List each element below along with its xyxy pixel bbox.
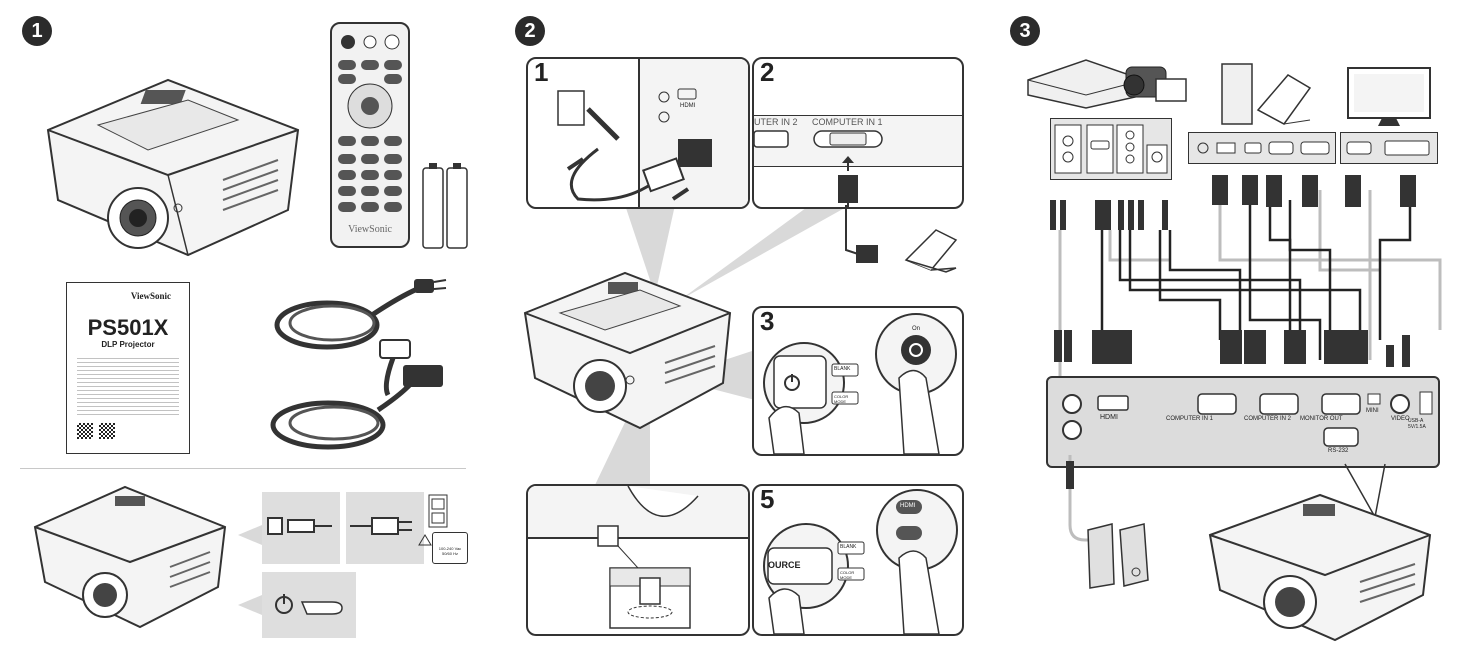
label-blank-5: BLANK: [840, 544, 857, 550]
projector-center-illustration: [523, 271, 732, 430]
remote-buttons: [338, 34, 402, 212]
quick-start-guide: ViewSonic PS501X DLP Projector: [66, 282, 190, 454]
projector-right-illustration: [1208, 493, 1432, 642]
cable-routing: [1050, 175, 1442, 390]
guide-qr-code: [77, 423, 93, 439]
vga-cable-illustration: [270, 339, 443, 450]
warning-icon: [418, 534, 432, 546]
power-voltage-label: 100-240 Vac 50/60 Hz: [438, 546, 462, 556]
rear-label-computer-in-1: COMPUTER IN 1: [1166, 416, 1214, 422]
audio-cable: [1066, 455, 1090, 542]
pc-ports: [1188, 132, 1336, 164]
av-device-ports: [1050, 118, 1172, 180]
rear-label-usb: USB-A 5V/1.5A: [1408, 418, 1426, 430]
projector-small-illustration: [33, 485, 227, 629]
batteries-illustration: [422, 163, 468, 249]
panel-1-art: [557, 88, 712, 202]
step-1-badge: 1: [22, 16, 52, 46]
rear-label-hdmi: HDMI: [1100, 414, 1118, 421]
camcorder-illustration: [1123, 66, 1187, 102]
rear-label-rs232: RS-232: [1328, 448, 1349, 454]
speakers-illustration: [1087, 523, 1149, 589]
panel-3-art: [763, 313, 957, 454]
panel-1-number: 1: [534, 57, 549, 87]
laptop-vga-illustration: [845, 205, 958, 273]
section-divider: [20, 468, 466, 469]
cord-plug-icon: [267, 517, 332, 535]
power-arrow: [238, 595, 262, 615]
rear-panel-ports: [1062, 391, 1433, 447]
pc-ports-art: [1197, 141, 1330, 155]
power-cord-illustration: [274, 279, 447, 350]
power-button-icon: [275, 594, 343, 615]
connect-arrow: [238, 525, 262, 545]
label-hdmi-remote: HDMI: [900, 503, 916, 509]
label-source: OURCE: [768, 560, 801, 570]
rear-label-computer-in-2: COMPUTER IN 2: [1244, 416, 1292, 422]
power-voltage-box: 100-240 Vac 50/60 Hz: [432, 532, 468, 564]
remote-control: ViewSonic: [330, 22, 410, 248]
label-computer-in-2: UTER IN 2: [754, 117, 798, 127]
panel-3-number: 3: [760, 306, 775, 336]
guide-brand: ViewSonic: [130, 291, 171, 301]
panel-5-select-source: 5 OURCE HDMI BLANK COLOR MODE: [752, 484, 964, 636]
panel-1-plug-power: 1 HDMI: [526, 57, 750, 209]
projector-illustration: [46, 78, 300, 257]
projector-inlet-step: [262, 492, 340, 564]
wall-plug-step: [346, 492, 424, 564]
rear-label-video: VIDEO: [1391, 416, 1410, 422]
step-3-badge: 3: [1010, 16, 1040, 46]
label-computer-in-1: COMPUTER IN 1: [812, 117, 883, 127]
label-color-mode: COLOR MODE: [834, 394, 849, 404]
guide-subtitle: DLP Projector: [101, 340, 155, 349]
guide-text-lines: [77, 355, 179, 415]
av-ports-art: [1054, 124, 1168, 174]
remote-brand: ViewSonic: [348, 224, 392, 235]
label-color-mode-5: COLOR MODE: [840, 570, 855, 580]
plug-icon: [350, 517, 412, 535]
panel-4-adjust-foot: 4: [526, 484, 750, 636]
guide-model: PS501X: [87, 315, 169, 340]
rear-label-monitor-out: MONITOR OUT: [1300, 416, 1343, 422]
panel-5-art: [763, 489, 958, 634]
monitor-ports: [1340, 132, 1438, 164]
wall-outlet-icon: [428, 494, 448, 528]
computer-illustration: [1221, 63, 1312, 125]
step-2-badge: 2: [515, 16, 545, 46]
panel-1-hdmi-label: HDMI: [680, 103, 696, 109]
label-blank: BLANK: [834, 366, 851, 372]
power-press-step: [262, 572, 356, 638]
panel-2-art: [754, 130, 883, 207]
monitor-ports-art: [1346, 140, 1430, 156]
guide-qr-code-2: [99, 423, 115, 439]
panel-2-number: 2: [760, 57, 775, 87]
panel-4-art: [528, 486, 748, 629]
projector-rear-panel: HDMI COMPUTER IN 1 COMPUTER IN 2 MONITOR…: [1046, 376, 1440, 468]
label-on: On: [912, 326, 921, 332]
monitor-illustration: [1347, 67, 1431, 126]
panel-2-connect-vga: 2 UTER IN 2 COMPUTER IN 1: [752, 57, 964, 209]
panel-3-power-on: 3 BLANK COLOR MODE On: [752, 306, 964, 456]
panel-5-number: 5: [760, 484, 775, 514]
rear-label-mini: MINI: [1366, 408, 1379, 414]
